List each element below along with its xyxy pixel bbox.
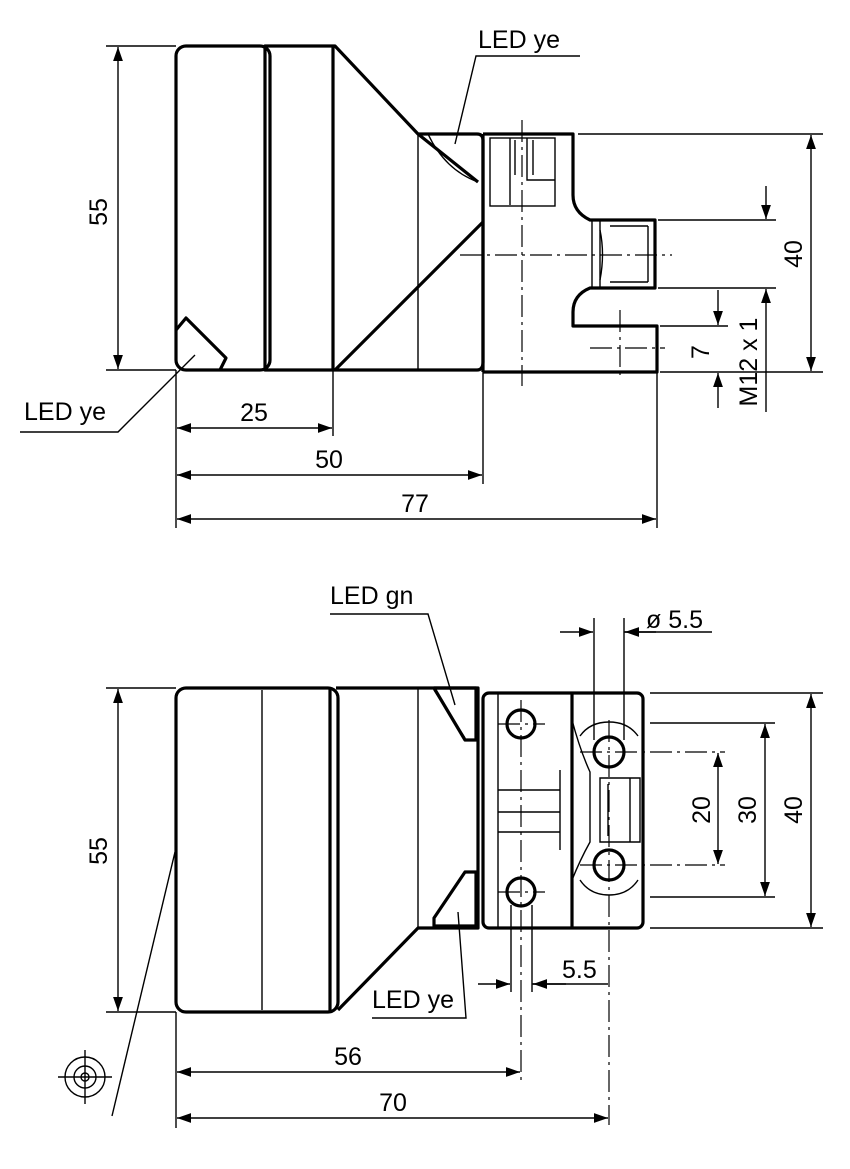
front-dim-55: 55 <box>85 687 176 1013</box>
side-led-ye-top: LED ye <box>454 26 580 145</box>
side-led-ye-bottom-text: LED ye <box>24 398 106 426</box>
front-dim-70-text: 70 <box>379 1089 407 1117</box>
side-dim-25-text: 25 <box>240 399 268 427</box>
side-dim-7: 7 <box>660 290 728 408</box>
front-dim-40: 40 <box>650 692 823 929</box>
side-dim-50: 50 <box>177 446 482 480</box>
side-dim-25: 25 <box>177 399 332 433</box>
front-dim-20: 20 <box>688 753 723 864</box>
front-dim-30: 30 <box>650 722 775 898</box>
side-dim-77: 77 <box>177 490 656 524</box>
side-view: 55 40 M12 x 1 7 <box>20 26 823 528</box>
side-dim-40: 40 <box>578 133 823 373</box>
front-led-ye-text: LED ye <box>372 986 454 1014</box>
front-dim-40-text: 40 <box>780 796 808 824</box>
front-dim-hole-diameter: ø 5.5 <box>560 606 712 740</box>
side-dim-55-text: 55 <box>85 198 113 226</box>
front-dim-30-text: 30 <box>734 796 762 824</box>
side-led-ye-top-text: LED ye <box>478 26 560 54</box>
front-view-bracket <box>481 691 645 930</box>
side-dim-7-text: 7 <box>687 345 715 359</box>
side-dim-77-text: 77 <box>401 490 429 518</box>
sensing-face-symbol <box>58 851 176 1117</box>
side-led-ye-bottom: LED ye <box>20 354 196 433</box>
side-dim-thread: M12 x 1 <box>658 186 776 412</box>
front-led-ye: LED ye <box>372 911 467 1019</box>
front-view-body <box>174 686 480 1014</box>
front-dim-5-5: 5.5 <box>478 905 608 992</box>
front-dim-hole-diameter-text: ø 5.5 <box>646 606 703 634</box>
front-view: 55 20 30 40 ø 5.5 <box>58 582 823 1128</box>
front-dim-56-text: 56 <box>334 1043 362 1071</box>
front-dim-5-5-text: 5.5 <box>562 956 597 984</box>
side-view-body <box>174 44 485 372</box>
front-dim-20-text: 20 <box>688 796 716 824</box>
front-dim-55-text: 55 <box>85 837 113 865</box>
side-dim-55: 55 <box>85 45 176 371</box>
side-view-bracket <box>481 132 659 374</box>
side-dim-40-text: 40 <box>780 240 808 268</box>
front-dim-56: 56 <box>177 1043 520 1077</box>
side-dim-50-text: 50 <box>315 446 343 474</box>
side-dim-thread-text: M12 x 1 <box>735 318 763 407</box>
front-led-gn-text: LED gn <box>330 582 413 610</box>
front-dim-70: 70 <box>177 1089 608 1123</box>
front-led-gn: LED gn <box>330 582 456 706</box>
